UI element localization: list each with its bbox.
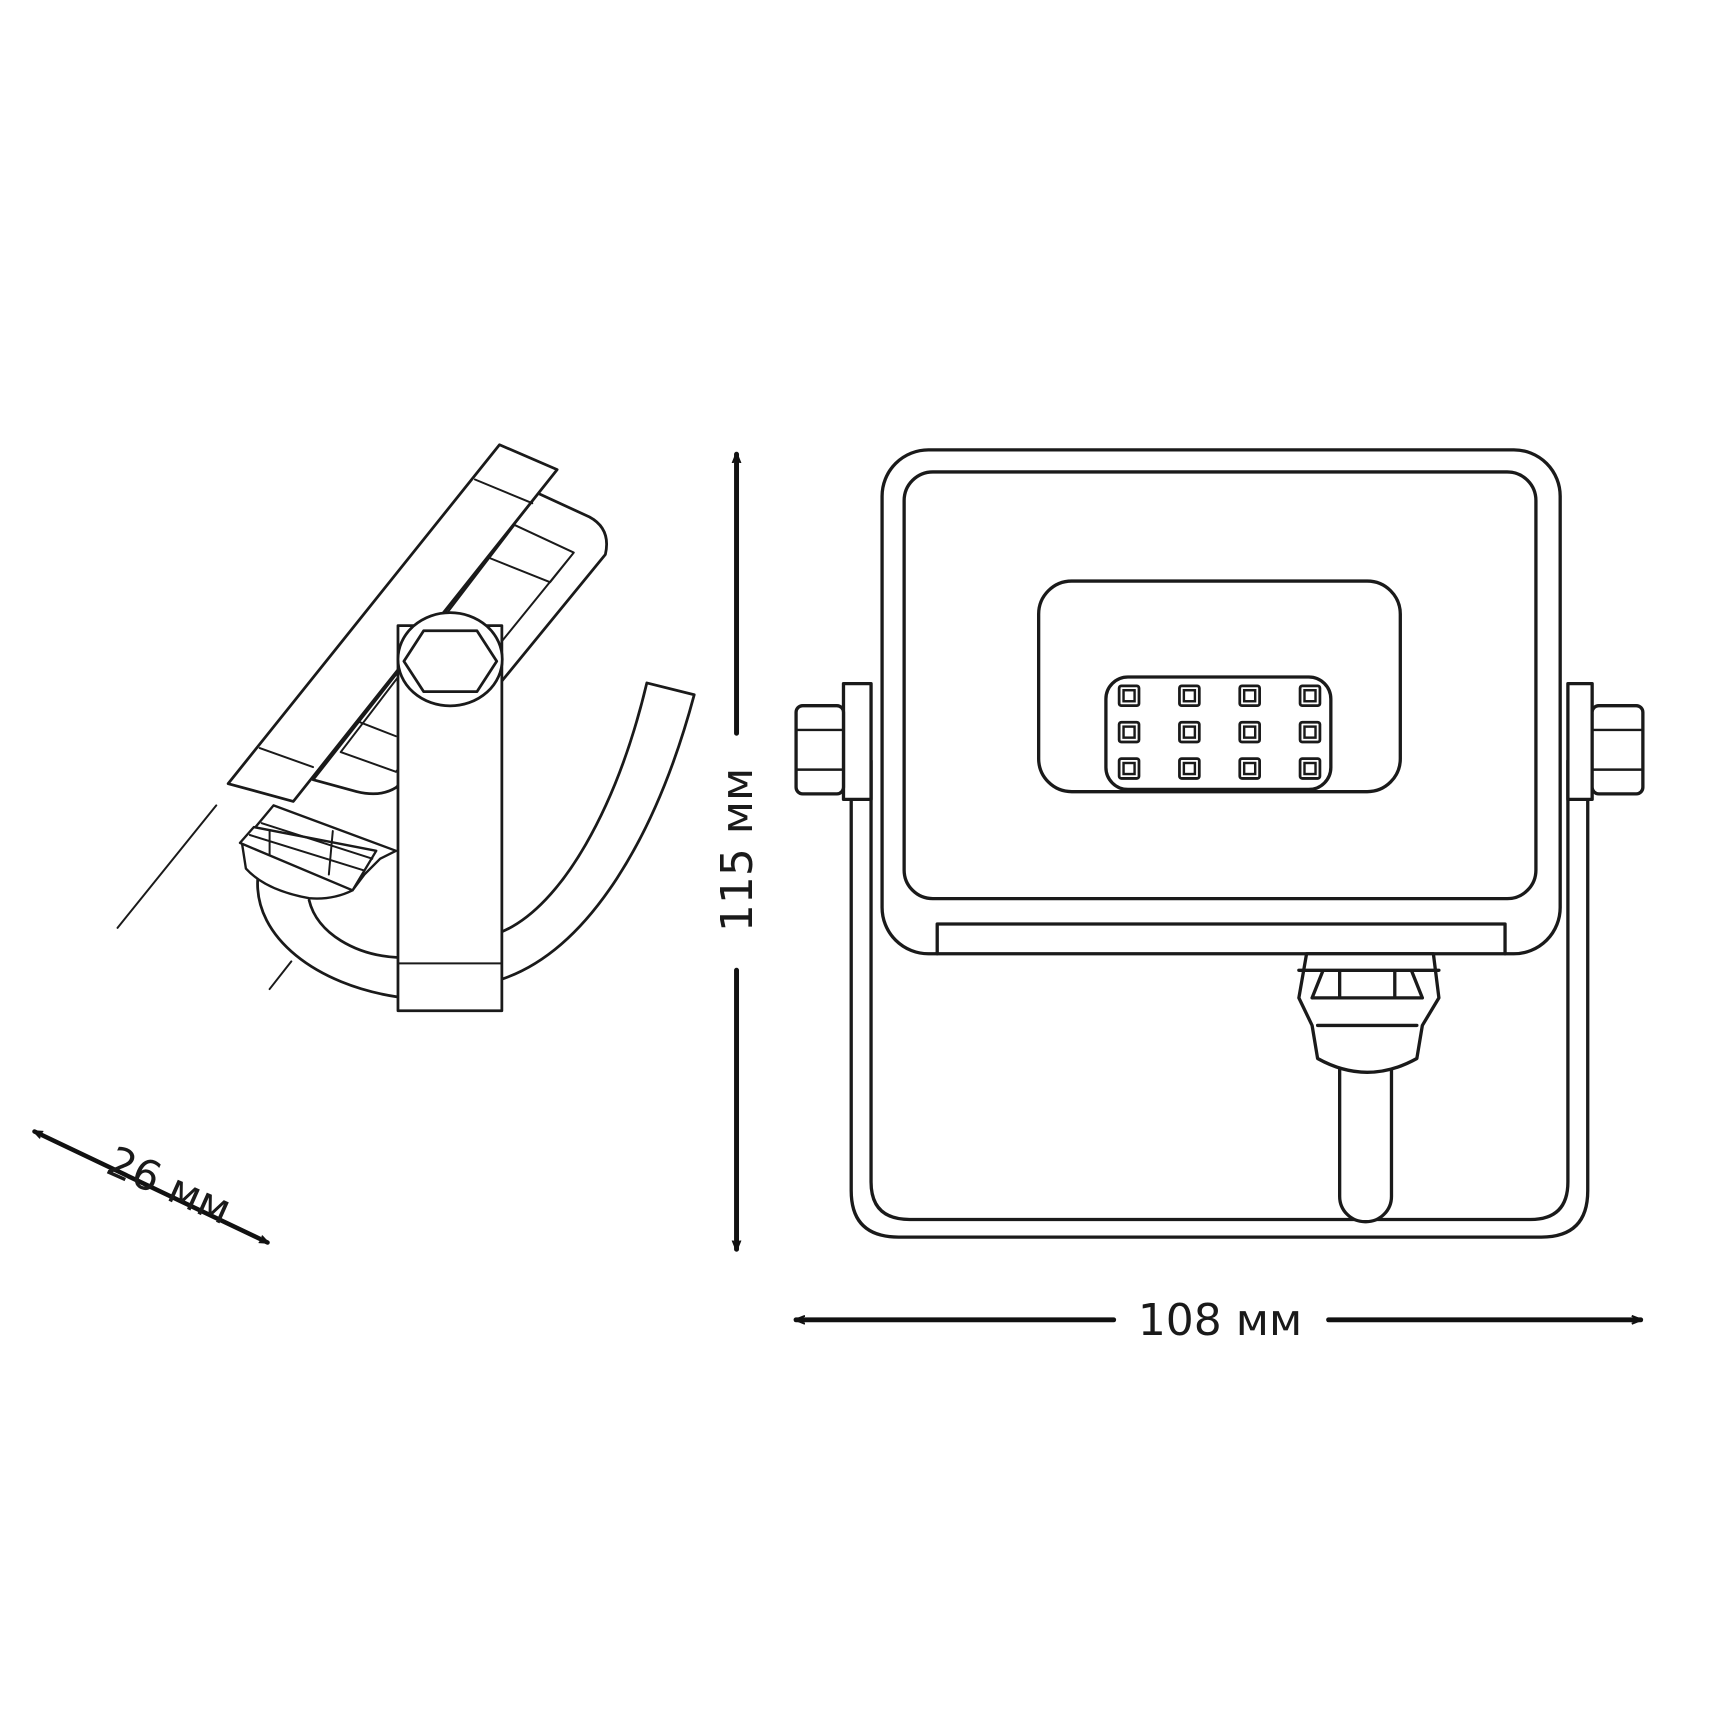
right-nut bbox=[1590, 704, 1645, 796]
side-gland-lines bbox=[248, 822, 374, 876]
side-cable-left bbox=[256, 877, 400, 999]
led-chip-inner bbox=[1242, 761, 1257, 776]
led-chip bbox=[1238, 720, 1261, 744]
led-chip bbox=[1178, 720, 1201, 744]
led-chip-inner bbox=[1182, 689, 1197, 703]
led-chip bbox=[1117, 684, 1141, 708]
right-bolt bbox=[1566, 681, 1645, 802]
hex-bolt-icon bbox=[402, 629, 499, 693]
left-nut bbox=[794, 704, 846, 796]
led-grid bbox=[1117, 684, 1322, 780]
side-cable-right bbox=[500, 681, 696, 981]
led-chip-inner bbox=[1182, 761, 1197, 776]
mounting-bracket bbox=[849, 704, 1590, 1239]
side-plate-lines bbox=[258, 478, 534, 769]
led-chip bbox=[1178, 757, 1201, 780]
led-chip-inner bbox=[1122, 689, 1136, 703]
front-view bbox=[737, 448, 1645, 1320]
led-chip-inner bbox=[1182, 725, 1197, 739]
cable-gland bbox=[1297, 952, 1441, 1074]
height-dimension-label: 115 мм bbox=[712, 768, 763, 932]
led-chip bbox=[1178, 684, 1201, 708]
led-chip bbox=[1298, 757, 1322, 780]
side-extension-lines bbox=[116, 804, 293, 991]
led-chip-inner bbox=[1303, 761, 1317, 776]
housing-bottom-band bbox=[935, 922, 1507, 956]
led-chip-inner bbox=[1303, 689, 1317, 703]
cable-gland-nut bbox=[1297, 968, 1441, 1028]
led-board bbox=[1104, 675, 1333, 792]
led-chip bbox=[1117, 720, 1141, 744]
width-dimension-label: 108 мм bbox=[1138, 1295, 1302, 1346]
led-chip-inner bbox=[1242, 725, 1257, 739]
left-washer bbox=[841, 681, 873, 802]
led-chip bbox=[1238, 684, 1261, 708]
led-chip bbox=[1298, 684, 1322, 708]
side-view bbox=[116, 443, 696, 1013]
led-chip-inner bbox=[1303, 725, 1317, 739]
depth-dimension-arrow bbox=[34, 1129, 267, 1245]
led-chip-inner bbox=[1122, 725, 1136, 739]
side-front-plate bbox=[226, 443, 559, 803]
led-chip bbox=[1117, 757, 1141, 780]
left-bolt bbox=[794, 681, 873, 802]
depth-dimension-label: 26 мм bbox=[100, 1136, 239, 1234]
right-washer bbox=[1566, 681, 1594, 802]
led-chip-inner bbox=[1242, 689, 1257, 703]
led-chip bbox=[1238, 757, 1261, 780]
led-chip bbox=[1298, 720, 1322, 744]
led-chip-inner bbox=[1122, 761, 1136, 776]
